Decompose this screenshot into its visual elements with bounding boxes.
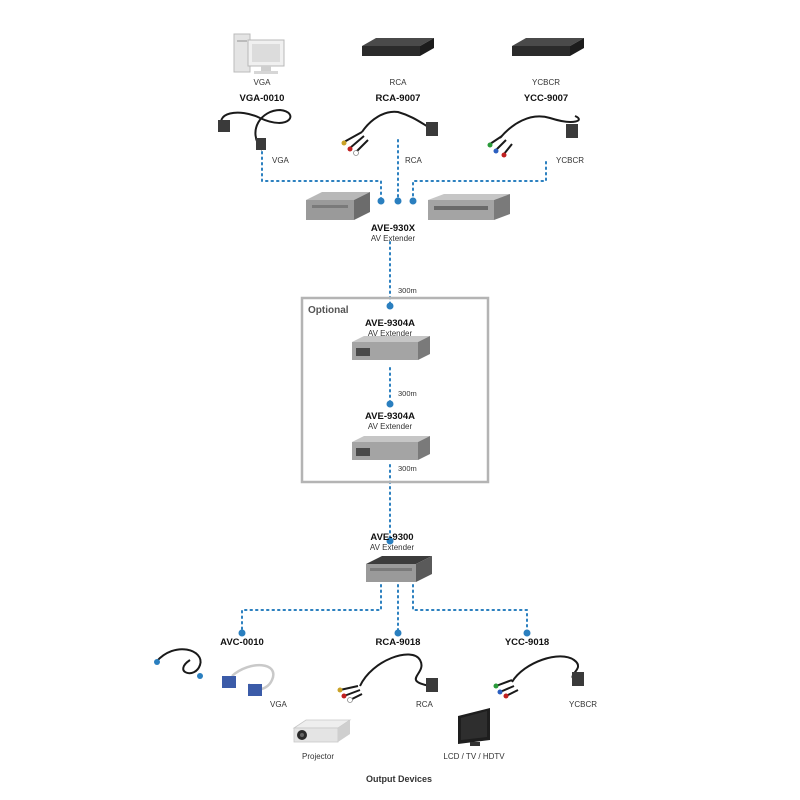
repeater-2-model: AVE-9304A	[365, 411, 415, 422]
vga-output-cable-icon	[154, 648, 275, 696]
cable-label-ycbcr: YCBCR	[556, 156, 585, 165]
source-label-ycbcr: YCBCR	[531, 78, 561, 87]
output-cable-model-ycc-9018: YCC-9018	[504, 637, 550, 648]
projector-icon	[292, 719, 352, 743]
ycbcr-output-cable-icon	[493, 655, 584, 699]
connector-dot	[386, 400, 394, 408]
pc-icon	[233, 33, 285, 74]
connector-dot	[409, 197, 417, 205]
connector-dot	[394, 629, 402, 637]
cable-label-vga: VGA	[272, 156, 289, 165]
repeater-1-device-icon	[352, 336, 430, 360]
connector-dot	[377, 197, 385, 205]
rca-source-device-icon	[362, 38, 434, 56]
source-label-rca: RCA	[389, 78, 407, 87]
transmitter-device-icon	[306, 192, 370, 220]
line-rx-vga	[241, 584, 382, 633]
connector-dot	[386, 302, 394, 310]
footer-title: Output Devices	[365, 774, 433, 784]
connector-dot	[386, 537, 394, 545]
optional-box	[300, 296, 490, 484]
optional-title: Optional	[308, 305, 349, 316]
connector-dot	[238, 629, 246, 637]
output-cable-label-rca: RCA	[416, 700, 433, 709]
tv-icon	[458, 708, 490, 746]
cable-label-rca: RCA	[405, 156, 422, 165]
output-cable-label-vga: VGA	[270, 700, 287, 709]
connector-dots	[238, 197, 531, 637]
connector-dot	[523, 629, 531, 637]
vga-cable-icon	[218, 108, 292, 151]
connection-lines	[241, 139, 547, 633]
output-cable-model-avc-0010: AVC-0010	[220, 637, 264, 648]
rca-cable-icon	[341, 110, 438, 156]
line-vga	[261, 151, 382, 201]
device-label-projector: Projector	[301, 752, 335, 761]
receiver-model: AVE-9300	[370, 532, 414, 543]
transmitter-desc: AV Extender	[370, 234, 416, 243]
transmitter-model: AVE-930X	[370, 223, 416, 234]
device-label-tv: LCD / TV / HDTV	[443, 752, 505, 761]
receiver-device-icon	[366, 556, 432, 582]
rca-output-cable-icon	[337, 653, 438, 703]
output-cable-label-ycbcr: YCBCR	[569, 700, 598, 709]
line-ycbcr	[412, 161, 547, 201]
repeater-1-desc: AV Extender	[367, 329, 413, 338]
line-rx-ycbcr	[412, 584, 528, 633]
ycbcr-source-device-icon	[512, 38, 584, 56]
repeater-2-device-icon	[352, 436, 430, 460]
connector-dot	[394, 197, 402, 205]
transmitter-device-back-icon	[428, 194, 510, 220]
output-cable-model-rca-9018: RCA-9018	[375, 637, 421, 648]
repeater-2-desc: AV Extender	[367, 422, 413, 431]
receiver-desc: AV Extender	[369, 543, 415, 552]
distance-label-1: 300m	[398, 286, 417, 295]
cable-model-vga-0010: VGA-0010	[239, 93, 285, 104]
cable-model-ycc-9007: YCC-9007	[523, 93, 569, 104]
repeater-2-distance: 300m	[398, 464, 417, 473]
source-label-vga: VGA	[253, 78, 271, 87]
repeater-1-distance: 300m	[398, 389, 417, 398]
ycbcr-cable-icon	[487, 115, 580, 158]
cable-model-rca-9007: RCA-9007	[375, 93, 421, 104]
repeater-1-model: AVE-9304A	[365, 318, 415, 329]
